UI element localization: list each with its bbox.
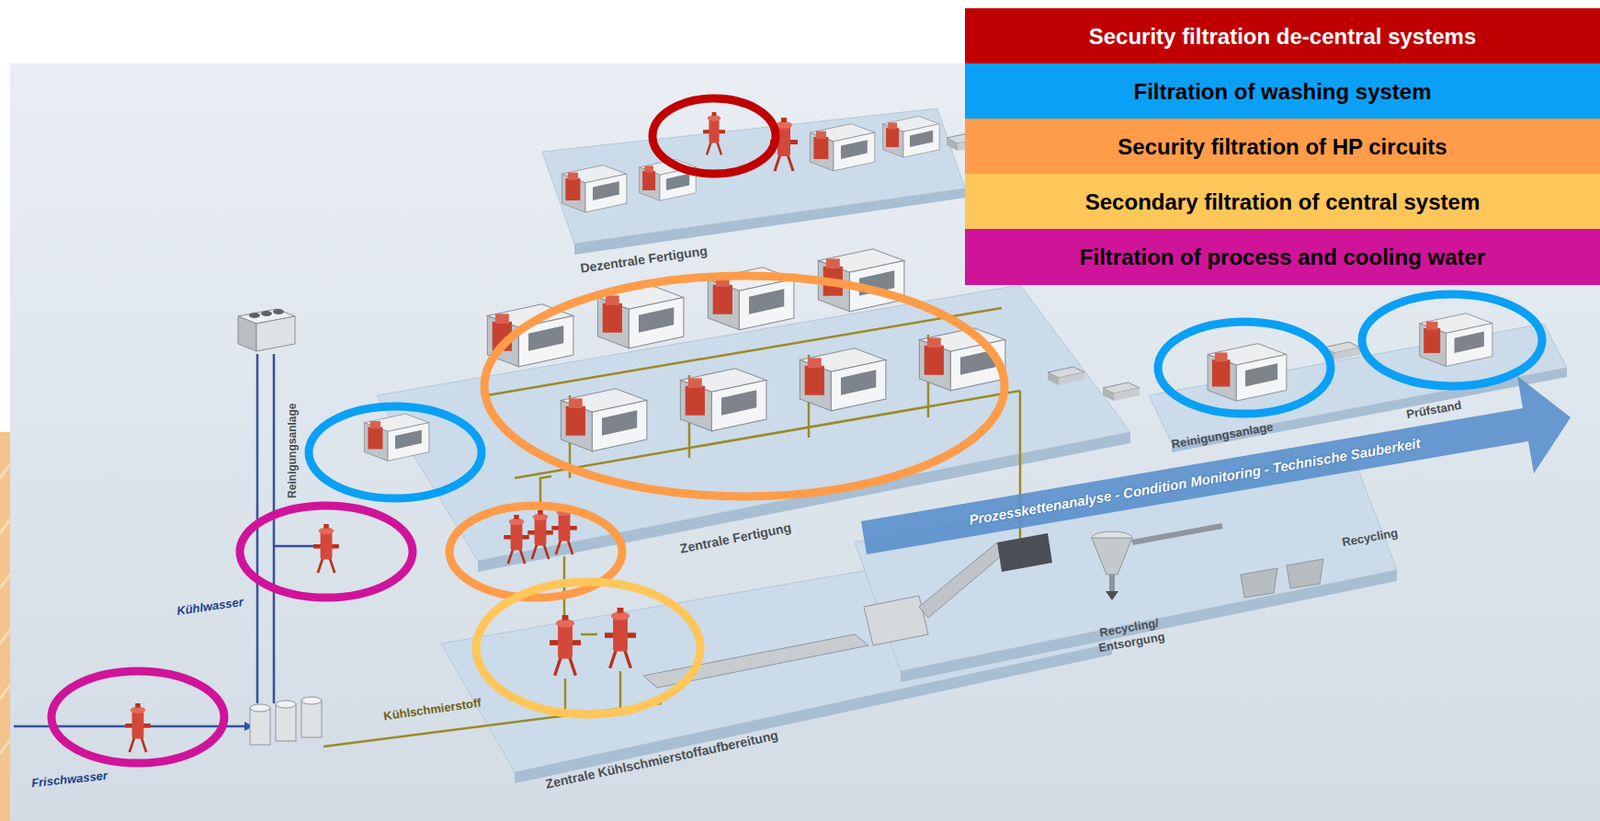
recycling-equipment: [919, 542, 1007, 618]
legend-swatch: Filtration of process and cooling water: [964, 228, 1600, 285]
illustration-label: Reinigungsanlage: [285, 403, 299, 499]
highlight-ellipse: [1157, 321, 1331, 414]
legend-text: Security filtration of HP circuits: [1117, 134, 1447, 160]
recycling-equipment: [997, 533, 1053, 572]
highlight-ellipse: [476, 581, 701, 715]
highlight-ellipse: [484, 275, 1005, 497]
filter-unit: [503, 514, 530, 564]
highlight-ellipse: [51, 98, 1543, 763]
machine: [560, 388, 647, 452]
platform: [574, 188, 965, 255]
machine: [883, 115, 941, 158]
filter-unit: [124, 703, 151, 752]
recycling-equipment: [1091, 537, 1133, 575]
highlight-ellipse: [1361, 294, 1543, 386]
highlight-ellipse: [308, 406, 482, 499]
background-panel: [0, 431, 11, 821]
machine: [1207, 343, 1287, 401]
filter-unit: [604, 607, 636, 669]
platform: [900, 569, 1397, 682]
background-panel: [0, 464, 11, 754]
machine: [1102, 382, 1140, 401]
background-panel: [10, 63, 1600, 821]
highlight-ellipse: [51, 670, 225, 763]
filter-unit: [527, 510, 554, 559]
highlight-ellipse: [239, 505, 413, 598]
recycling-equipment: [643, 525, 1324, 688]
coolant-pipe: [565, 670, 621, 715]
background-panel: [0, 63, 1600, 821]
recycling-equipment: [863, 595, 929, 646]
machine: [680, 368, 767, 432]
recycling-equipment: [643, 634, 869, 688]
legend-text: Secondary filtration of central system: [1085, 189, 1480, 216]
legend-swatch: Security filtration de-central systems: [964, 8, 1600, 65]
machine: [1047, 366, 1085, 386]
recycling-equipment: [1132, 525, 1223, 543]
tank: [249, 707, 271, 745]
legend-text: Security filtration de-central systems: [1089, 23, 1476, 50]
highlight-ellipse: [652, 98, 776, 174]
legend-swatch: Filtration of washing system: [964, 63, 1600, 120]
recycling-equipment: [1240, 567, 1278, 598]
process-arrow: [861, 375, 1571, 555]
legend-swatch: Secondary filtration of central system: [964, 173, 1600, 230]
tank: [249, 703, 271, 712]
machine: [809, 124, 874, 171]
machine: [561, 165, 626, 213]
recycling-equipment: [1105, 590, 1119, 601]
machine: [799, 348, 886, 411]
water-pipe: [257, 353, 274, 704]
recycling-equipment: [1286, 558, 1324, 589]
tank: [275, 700, 296, 708]
tank: [301, 700, 322, 738]
machine: [238, 308, 296, 352]
machine: [487, 304, 574, 367]
recycling-equipment: [1109, 574, 1115, 591]
machine: [1419, 313, 1493, 367]
tank: [275, 703, 296, 741]
tank: [301, 696, 322, 704]
machine: [703, 112, 726, 155]
machine: [363, 413, 429, 461]
tank: [249, 696, 322, 745]
legend-swatch: Security filtration of HP circuits: [964, 118, 1600, 175]
filter-unit: [313, 523, 340, 573]
filter-unit: [549, 614, 581, 676]
legend-text: Filtration of washing system: [1133, 79, 1431, 105]
legend-text: Filtration of process and cooling water: [1079, 244, 1486, 271]
water-pipe: [273, 544, 318, 548]
